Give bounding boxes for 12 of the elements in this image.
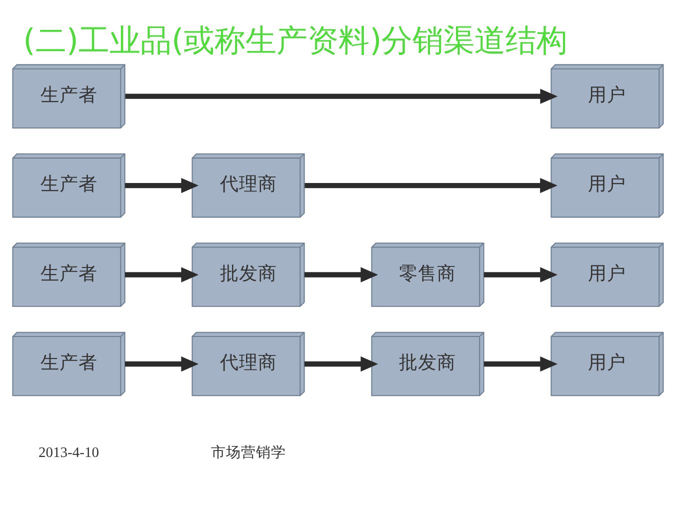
arrow [124,356,199,372]
label: 2013-4-10 [38,444,100,461]
arrow [125,88,558,104]
diagram-title: (二)工业品(或称生产资料)分销渠道结构 [23,22,568,59]
arrow [304,266,378,282]
arrow [304,177,558,193]
label: 市场营销学 [210,444,286,461]
arrow [124,177,199,193]
arrow [484,356,558,372]
arrow [304,356,378,372]
arrow [484,266,558,282]
arrow [124,266,199,282]
